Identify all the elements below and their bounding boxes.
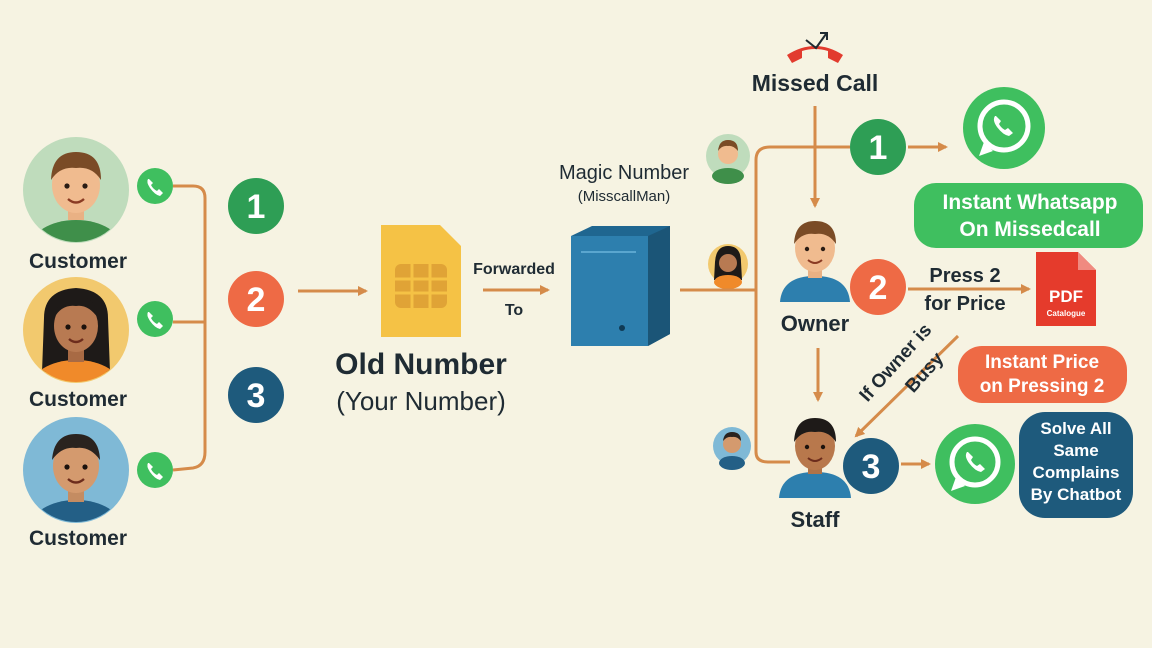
small-avatar-1 [706,134,750,184]
customer-3: Customer [23,417,129,550]
chatbot-line4: By Chatbot [1031,485,1122,504]
step-badge-right-1: 1 [850,119,906,175]
owner-avatar [780,221,850,302]
pdf-label: PDF [1049,287,1083,306]
instant-whatsapp-line1: Instant Whatsapp [942,191,1117,214]
customer-label: Customer [29,250,127,273]
step-badge-right-2: 2 [850,259,906,315]
instant-whatsapp-line2: On Missedcall [959,218,1100,241]
small-avatar-3 [713,427,751,470]
old-number-title: Old Number [335,348,507,381]
customer-label: Customer [29,388,127,411]
step-number: 3 [862,448,881,486]
customer-1: Customer [23,137,129,273]
staff-label: Staff [791,507,841,532]
old-number-subtitle: (Your Number) [336,386,506,416]
sim-card-icon [381,225,461,337]
server-icon [571,226,670,346]
instant-price-box: Instant Price on Pressing 2 [958,346,1127,403]
if-owner-busy-label: If Owner is Busy [856,320,949,406]
owner-label: Owner [781,311,850,336]
press-2-label: Press 2 [929,265,1000,287]
step-number: 2 [247,281,266,319]
step-badge-2: 2 [228,271,284,327]
chatbot-line1: Solve All [1040,419,1111,438]
for-price-label: for Price [924,293,1005,315]
step-number: 2 [869,269,888,307]
chatbot-box: Solve All Same Complains By Chatbot [1019,412,1133,518]
step-badge-1: 1 [228,178,284,234]
server-to-branch-connector [680,145,850,464]
instant-whatsapp-box: Instant Whatsapp On Missedcall [914,183,1143,248]
missed-call-icon [787,32,843,63]
step-number: 1 [869,129,888,167]
catalogue-label: Catalogue [1047,309,1086,318]
forwarded-to-label: To [505,302,524,319]
instant-price-line2: on Pressing 2 [980,376,1105,397]
step-badge-right-3: 3 [843,438,899,494]
step-number: 1 [247,188,266,226]
small-avatar-2 [708,244,748,289]
customer-bracket-connector [172,184,207,472]
chatbot-line2: Same [1053,441,1098,460]
arrow-busy-to-staff [854,334,960,438]
whatsapp-icon [963,87,1045,169]
staff-avatar [779,418,851,498]
customer-2: Customer [23,277,129,411]
chatbot-line3: Complains [1033,463,1120,482]
phone-icon [137,452,173,488]
magic-number-subtitle: (MisscallMan) [578,188,671,205]
pdf-icon: PDF Catalogue [1036,252,1096,326]
step-number: 3 [247,377,266,415]
forwarded-label: Forwarded [473,261,555,278]
phone-icon [137,301,173,337]
instant-price-line1: Instant Price [985,352,1099,373]
phone-icon [137,168,173,204]
customer-label: Customer [29,527,127,550]
whatsapp-chatbot-icon [935,424,1015,504]
magic-number-title: Magic Number [559,162,689,184]
step-badge-3: 3 [228,367,284,423]
missed-call-label: Missed Call [752,70,879,96]
